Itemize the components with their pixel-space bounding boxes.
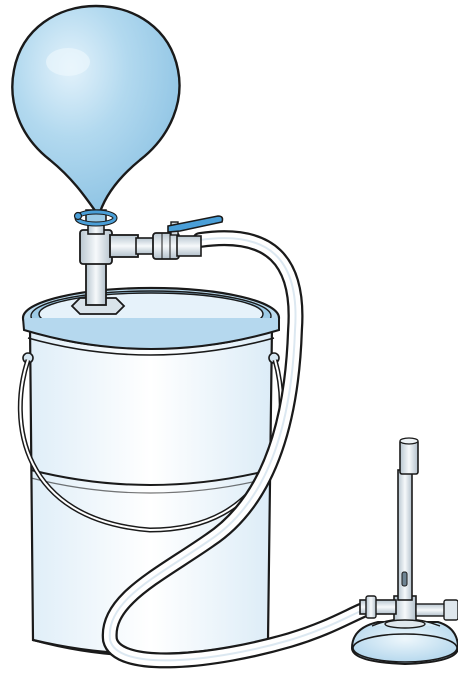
bucket xyxy=(20,288,281,656)
bucket-body xyxy=(30,326,272,654)
bunsen-burner xyxy=(352,438,458,664)
burner-tip xyxy=(400,440,418,474)
balloon xyxy=(12,6,179,224)
valve-handle xyxy=(168,216,223,232)
